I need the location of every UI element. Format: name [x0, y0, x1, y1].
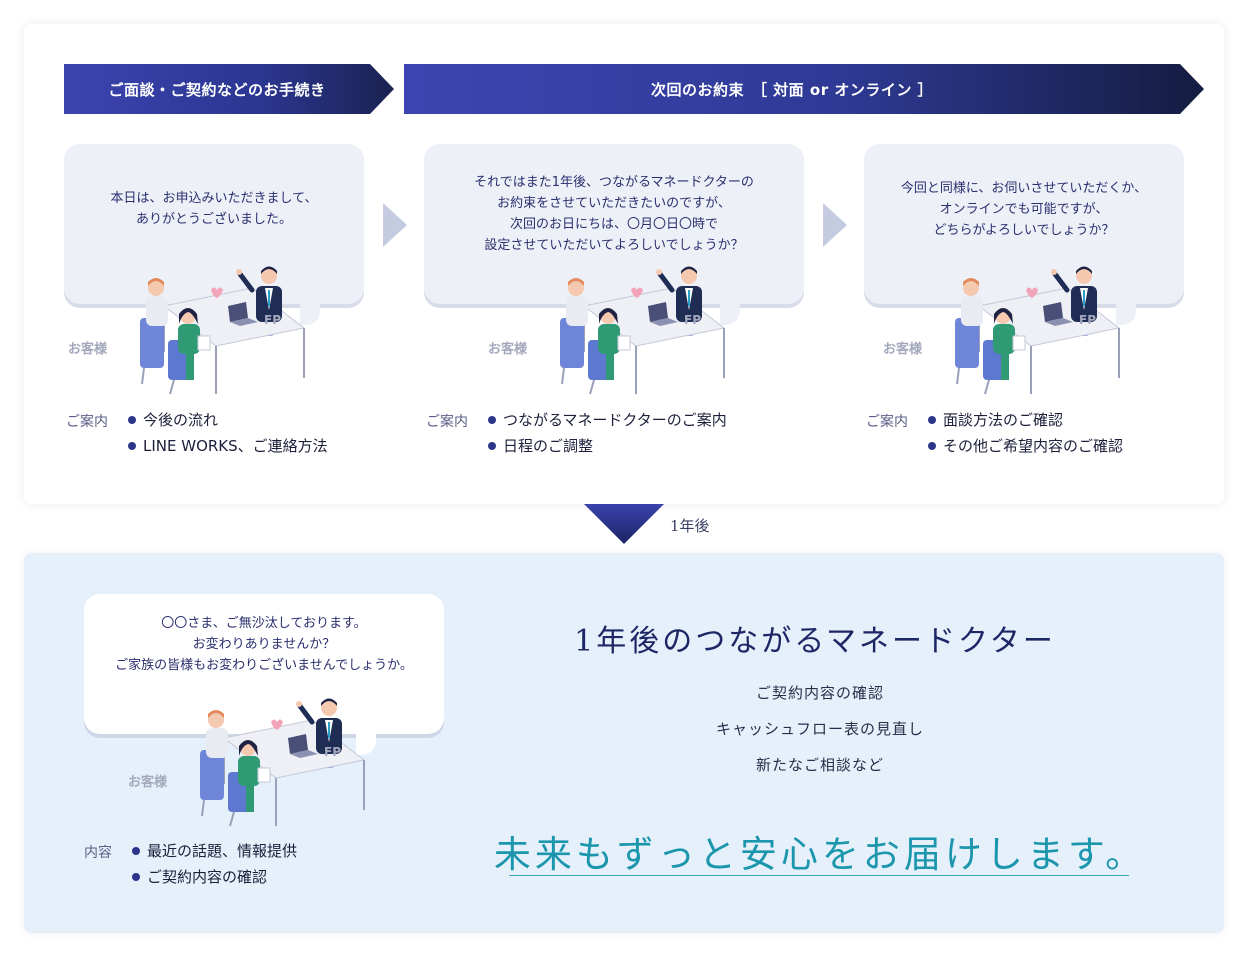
speech-bubble-step2: それではまた1年後、つながるマネードクターの お約束をさせていただきたいのですが… [424, 144, 804, 304]
fp-label: FP [324, 745, 341, 759]
tagline-underline [509, 875, 1129, 876]
guide-item: 最近の話題、情報提供 [132, 841, 297, 867]
guide-followup: 内容 最近の話題、情報提供 ご契約内容の確認 [84, 841, 297, 893]
guide-list: つながるマネードクターのご案内 日程のご調整 [488, 410, 727, 462]
bubble-tail [300, 303, 320, 325]
chevron-right-icon [383, 203, 407, 247]
speech-bubble-step1: 本日は、お申込みいただきまして、 ありがとうございました。 [64, 144, 364, 304]
chevron-right-icon [823, 203, 847, 247]
customer-label: お客様 [883, 342, 923, 357]
banner-procedure-label: ご面談・ご契約などのお手続き [108, 80, 326, 99]
guide-step1: ご案内 今後の流れ LINE WORKS、ご連絡方法 [66, 410, 328, 462]
guide-item: 面談方法のご確認 [928, 410, 1123, 436]
guide-item: 今後の流れ [128, 410, 328, 436]
customer-label: お客様 [488, 342, 528, 357]
guide-step2: ご案内 つながるマネードクターのご案内 日程のご調整 [426, 410, 727, 462]
banner-next-appointment: 次回のお約束 ［ 対面 or オンライン ］ [404, 64, 1204, 114]
bubble-tail [356, 733, 376, 755]
bubble-text: それではまた1年後、つながるマネードクターの お約束をさせていただきたいのですが… [474, 175, 754, 253]
meeting-illustration [112, 266, 312, 396]
speech-bubble-followup: 〇〇さま、ご無沙汰しております。 お変わりありませんか？ ご家族の皆様もお変わり… [84, 594, 444, 734]
bubble-tail [1116, 303, 1136, 325]
customer-label: お客様 [68, 342, 108, 357]
guide-list: 今後の流れ LINE WORKS、ご連絡方法 [128, 410, 328, 462]
guide-list: 最近の話題、情報提供 ご契約内容の確認 [132, 841, 297, 893]
down-arrow-icon [584, 504, 664, 544]
fp-label: FP [1079, 313, 1096, 327]
customer-label: お客様 [128, 775, 168, 790]
followup-item: ご契約内容の確認 [755, 684, 884, 702]
followup-item: 新たなご相談など [755, 756, 884, 774]
tagline: 未来もずっと安心をお届けします。 [493, 833, 1147, 876]
guide-item: 日程のご調整 [488, 436, 727, 462]
guide-item: LINE WORKS、ご連絡方法 [128, 436, 328, 462]
banner-procedure: ご面談・ご契約などのお手続き [64, 64, 394, 114]
banner-next-appointment-label: 次回のお約束 ［ 対面 or オンライン ］ [650, 80, 934, 99]
bubble-text: 今回と同様に、お伺いさせていただくか、 オンラインでも可能ですが、 どちらがよろ… [900, 180, 1148, 238]
fp-label: FP [684, 313, 701, 327]
followup-items: ご契約内容の確認 キャッシュフロー表の見直し 新たなご相談など [560, 680, 1080, 788]
speech-bubble-step3: 今回と同様に、お伺いさせていただくか、 オンラインでも可能ですが、 どちらがよろ… [864, 144, 1184, 304]
guide-item: ご契約内容の確認 [132, 867, 297, 893]
guide-item: その他ご希望内容のご確認 [928, 436, 1123, 462]
guide-label: 内容 [84, 845, 112, 861]
guide-label: ご案内 [866, 414, 908, 430]
one-year-later-label: 1年後 [670, 517, 710, 535]
bubble-text: 〇〇さま、ご無沙汰しております。 お変わりありませんか？ ご家族の皆様もお変わり… [115, 615, 413, 673]
fp-label: FP [264, 313, 281, 327]
meeting-illustration [172, 698, 372, 828]
followup-title: 1年後のつながるマネードクター [574, 624, 1056, 659]
guide-step3: ご案内 面談方法のご確認 その他ご希望内容のご確認 [866, 410, 1123, 462]
meeting-illustration [532, 266, 732, 396]
bubble-tail [720, 303, 740, 325]
guide-item: つながるマネードクターのご案内 [488, 410, 727, 436]
meeting-illustration [927, 266, 1127, 396]
guide-list: 面談方法のご確認 その他ご希望内容のご確認 [928, 410, 1123, 462]
followup-item: キャッシュフロー表の見直し [715, 720, 924, 738]
bubble-text: 本日は、お申込みいただきまして、 ありがとうございました。 [110, 191, 318, 227]
guide-label: ご案内 [426, 414, 468, 430]
guide-label: ご案内 [66, 414, 108, 430]
